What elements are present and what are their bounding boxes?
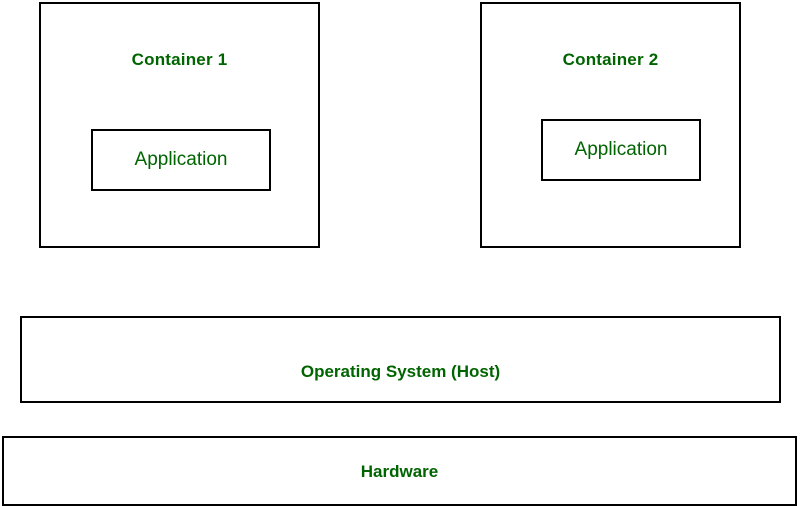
application-label-container-1: Application [134,149,228,170]
application-box-container-2: Application [541,119,701,181]
operating-system-box: Operating System (Host) [20,316,781,403]
container-1-title: Container 1 [131,50,228,69]
application-box-container-1: Application [91,129,271,191]
hardware-box: Hardware [2,436,797,506]
container-1-box: Container 1 [39,2,320,248]
operating-system-label: Operating System (Host) [300,362,501,381]
application-label-container-2: Application [574,139,668,160]
hardware-label: Hardware [360,462,439,481]
container-2-title: Container 2 [562,50,659,69]
